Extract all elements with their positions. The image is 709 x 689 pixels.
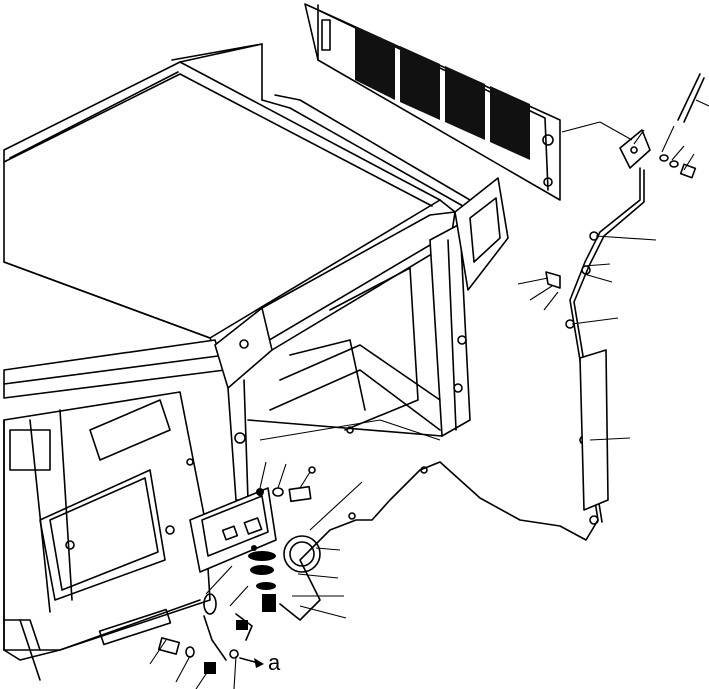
cab-frame (214, 94, 471, 501)
front-visor (3, 339, 226, 399)
rear-flap (454, 177, 509, 291)
cab-roof (3, 43, 456, 369)
small-parts (203, 551, 276, 661)
bottom-fasteners (157, 637, 264, 674)
antenna-mount (619, 73, 705, 179)
leader-lines (149, 99, 709, 689)
reference-label-a: a (268, 650, 281, 675)
side-console (3, 391, 211, 681)
control-panel (189, 485, 321, 573)
rear-grille-panel (304, 3, 561, 201)
